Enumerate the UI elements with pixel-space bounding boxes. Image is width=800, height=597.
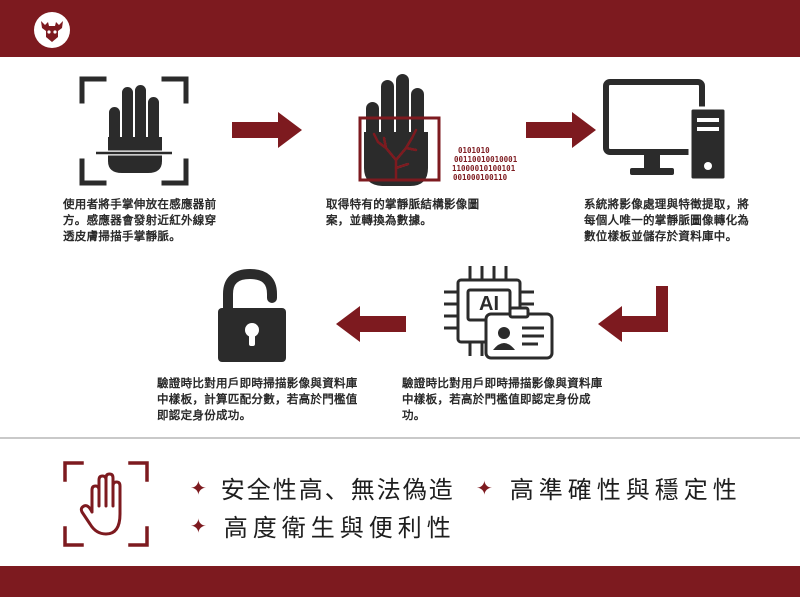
binary-line: 11000010100101	[452, 164, 516, 173]
step-1-text: 使用者將手掌伸放在感應器前方。感應器會發射近紅外線穿透皮膚掃描手掌靜脈。	[63, 197, 217, 243]
unlock-icon	[218, 268, 286, 362]
palm-scan-icon	[79, 76, 189, 186]
feature-text: 高度衛生與便利性	[223, 514, 456, 542]
section-divider	[0, 437, 800, 439]
binary-line: 0101010	[458, 146, 490, 155]
star-icon: ✦	[476, 475, 498, 500]
logo	[34, 12, 70, 48]
feature-item: ✦ 高度衛生與便利性	[190, 508, 456, 543]
feature-item: ✦ 安全性高、無法偽造	[190, 470, 455, 505]
binary-data: 0101010 00110010010001 11000010100101 00…	[452, 146, 517, 182]
hand-frame-icon	[63, 461, 149, 547]
ai-label: AI	[479, 293, 499, 315]
feature-text: 高準確性與穩定性	[509, 476, 742, 504]
computer-icon	[603, 79, 728, 182]
deer-logo-icon	[41, 21, 63, 42]
header-bar	[0, 0, 800, 57]
ai-chip-id-icon	[444, 266, 554, 360]
star-icon: ✦	[190, 475, 209, 500]
arrow-return-left-icon	[598, 286, 668, 342]
binary-line: 001000100110	[453, 173, 508, 182]
arrow-right-icon	[232, 112, 302, 148]
step-4-text: 驗證時比對用戶即時掃描影像與資料庫中樣板，若高於門檻值即認定身份成功。	[402, 376, 603, 422]
arrow-left-icon	[336, 306, 406, 342]
step-5-text: 驗證時比對用戶即時掃描影像與資料庫中樣板，計算匹配分數，若高於門檻值即認定身份成…	[157, 376, 358, 422]
feature-text: 安全性高、無法偽造	[220, 476, 455, 504]
step-2-text: 取得特有的掌靜脈結構影像圖案，並轉換為數據。	[326, 197, 480, 227]
binary-line: 00110010010001	[454, 155, 518, 164]
footer-bar	[0, 566, 800, 597]
star-icon: ✦	[190, 513, 212, 538]
step-3-text: 系統將影像處理與特徵提取，將每個人唯一的掌靜脈圖像轉化為數位樣板並儲存於資料庫中…	[584, 197, 750, 243]
arrow-right-icon	[526, 112, 596, 148]
feature-item: ✦ 高準確性與穩定性	[476, 470, 742, 505]
palm-vein-icon	[358, 74, 441, 186]
